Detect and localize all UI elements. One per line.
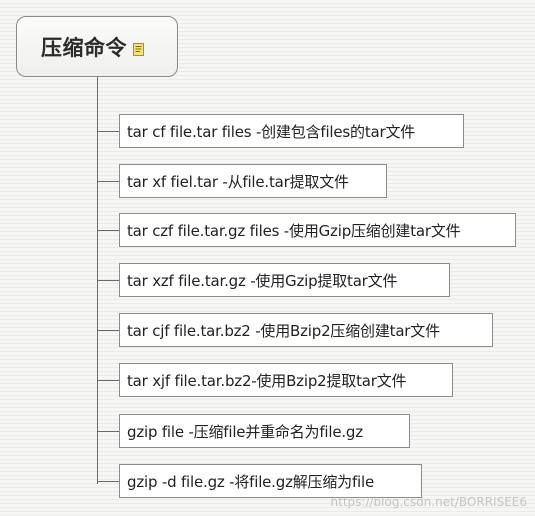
- subtopic-label: gzip -d file.gz -将file.gz解压缩为file: [127, 472, 374, 491]
- subtopic-label: tar cjf file.tar.bz2 -使用Bzip2压缩创建tar文件: [127, 321, 440, 340]
- subtopic-node[interactable]: tar xzf file.tar.gz -使用Gzip提取tar文件: [119, 263, 450, 297]
- subtopic-label: tar xjf file.tar.bz2-使用Bzip2提取tar文件: [127, 371, 407, 390]
- subtopic-label: tar xf fiel.tar -从file.tar提取文件: [127, 172, 349, 191]
- subtopic-label: tar xzf file.tar.gz -使用Gzip提取tar文件: [127, 271, 398, 290]
- subtopic-node[interactable]: tar czf file.tar.gz files -使用Gzip压缩创建tar…: [119, 213, 516, 247]
- root-topic[interactable]: 压缩命令: [16, 16, 178, 77]
- subtopic-node[interactable]: tar cf file.tar files -创建包含files的tar文件: [119, 114, 464, 148]
- subtopic-node[interactable]: gzip file -压缩file并重命名为file.gz: [119, 414, 410, 448]
- subtopic-label: gzip file -压缩file并重命名为file.gz: [127, 422, 363, 441]
- subtopic-node[interactable]: tar xf fiel.tar -从file.tar提取文件: [119, 164, 387, 198]
- subtopic-label: tar cf file.tar files -创建包含files的tar文件: [127, 122, 416, 141]
- subtopic-label: tar czf file.tar.gz files -使用Gzip压缩创建tar…: [127, 221, 461, 240]
- root-topic-title: 压缩命令: [41, 35, 127, 60]
- subtopic-node[interactable]: gzip -d file.gz -将file.gz解压缩为file: [119, 464, 422, 498]
- note-icon[interactable]: [133, 41, 144, 56]
- subtopic-node[interactable]: tar xjf file.tar.bz2-使用Bzip2提取tar文件: [119, 363, 453, 397]
- subtopic-node[interactable]: tar cjf file.tar.bz2 -使用Bzip2压缩创建tar文件: [119, 313, 493, 347]
- watermark-text: https://blog.csdn.net/BORRISEE6: [330, 495, 527, 509]
